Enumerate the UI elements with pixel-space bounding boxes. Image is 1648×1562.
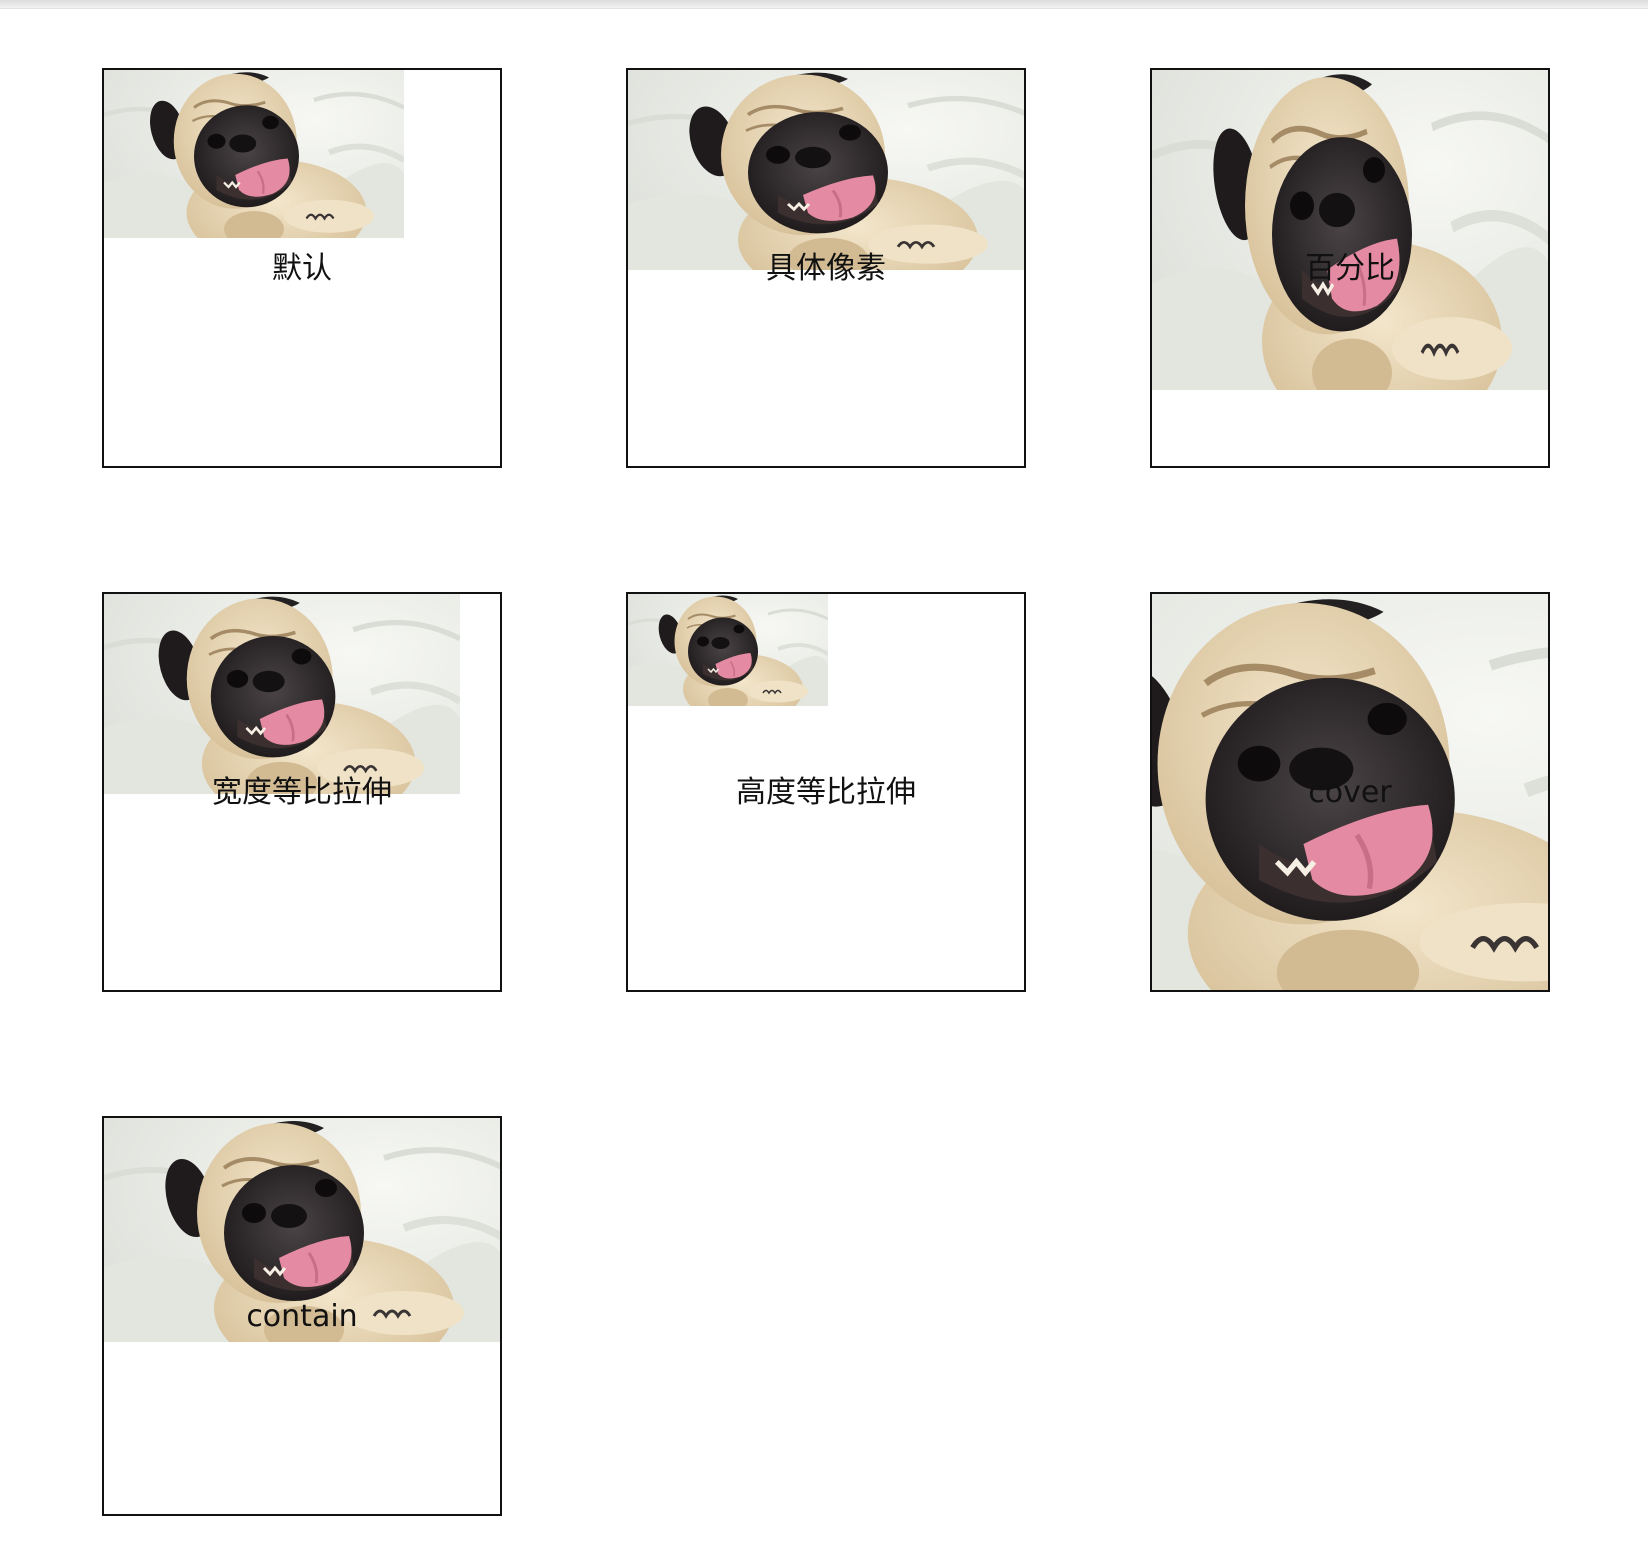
pug-photo xyxy=(104,70,404,238)
demo-box-default: 默认 xyxy=(102,68,502,468)
demo-box-height-auto: 高度等比拉伸 xyxy=(626,592,1026,992)
browser-top-edge xyxy=(0,0,1648,9)
demo-label: 百分比 xyxy=(1305,251,1395,286)
demo-label: 具体像素 xyxy=(766,251,886,286)
demo-label: contain xyxy=(246,1299,358,1334)
demo-box-cover: cover xyxy=(1150,592,1550,992)
pug-photo xyxy=(628,594,828,706)
demo-box-width-auto: 宽度等比拉伸 xyxy=(102,592,502,992)
demo-label: 默认 xyxy=(272,251,332,286)
demo-label: cover xyxy=(1308,775,1392,810)
demo-box-percent: 百分比 xyxy=(1150,68,1550,468)
demo-label: 宽度等比拉伸 xyxy=(212,775,392,810)
pug-photo xyxy=(1152,70,1550,390)
demo-label: 高度等比拉伸 xyxy=(736,775,916,810)
pug-photo xyxy=(104,594,460,794)
demo-box-contain: contain xyxy=(102,1116,502,1516)
pug-photo xyxy=(628,70,1026,270)
demo-box-pixels: 具体像素 xyxy=(626,68,1026,468)
